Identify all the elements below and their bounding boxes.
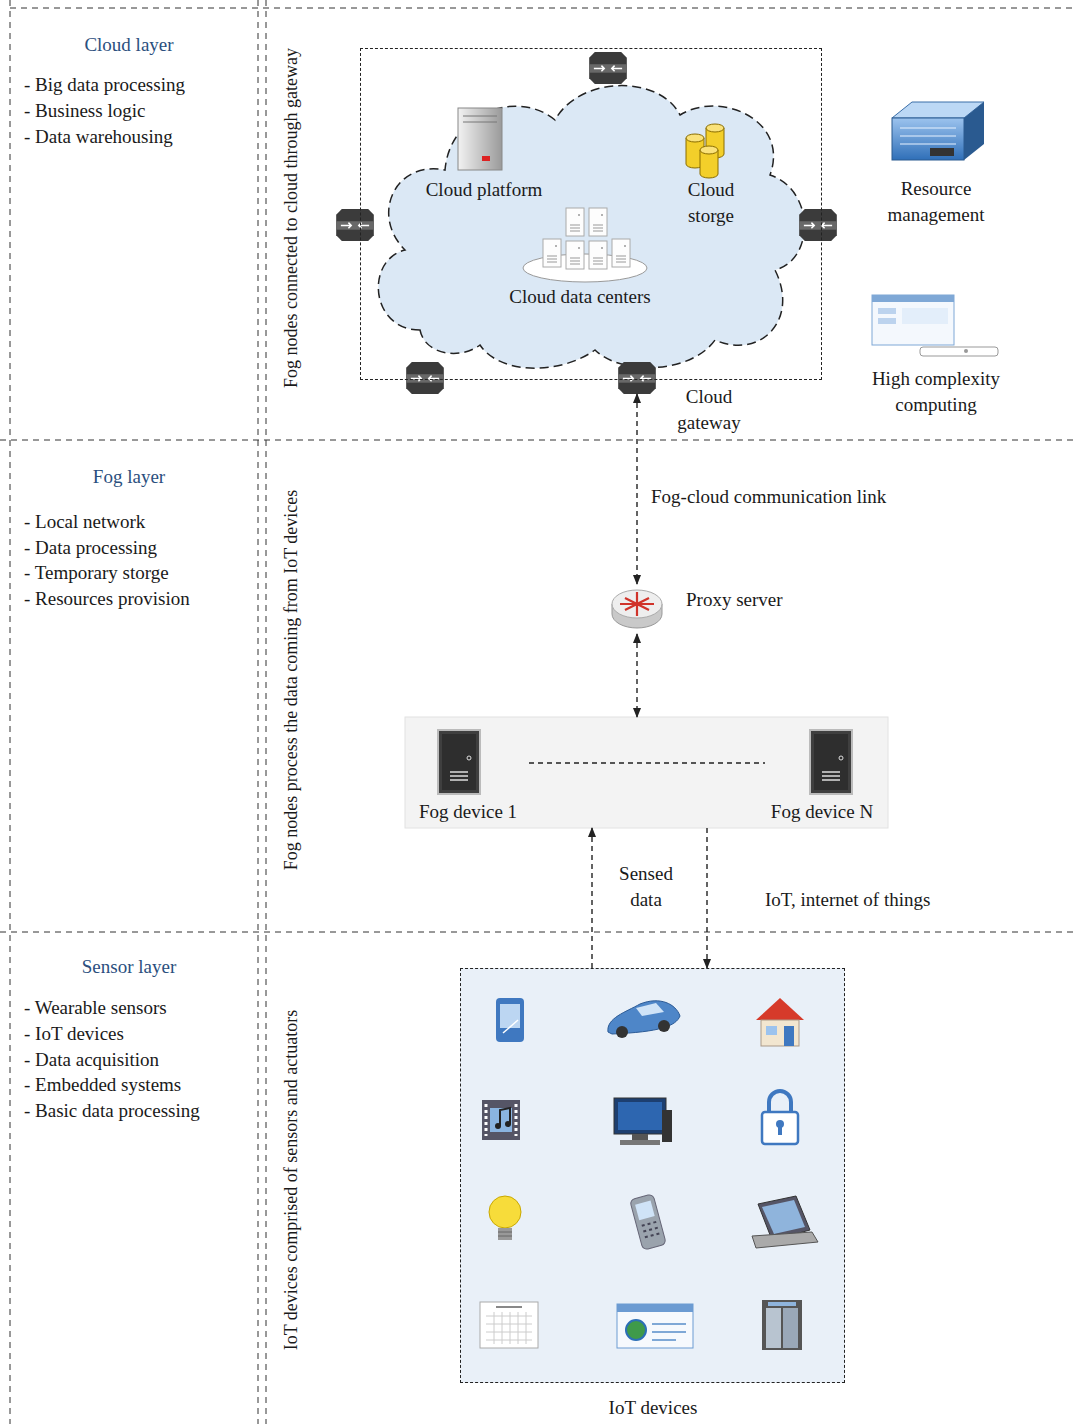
cloud-region: Cloud platform Cloud storgeCloud data cen…	[360, 48, 822, 380]
cloud-component-label: Cloud storge	[676, 177, 746, 229]
data-center-icon	[523, 208, 647, 282]
fog-device-label: Fog device 1	[419, 799, 517, 825]
iot-devices-panel	[460, 968, 845, 1383]
layer-feature: - Temporary storge	[24, 560, 169, 586]
dashed-connector	[591, 828, 592, 968]
fog-device-icon	[438, 730, 480, 794]
cloud-platform-icon	[458, 108, 502, 170]
layer-feature: - Data processing	[24, 535, 157, 561]
layer-band: Sensor layer - Wearable sensors- IoT devi…	[0, 932, 1076, 1424]
layer-feature: - Embedded systems	[24, 1072, 181, 1098]
fog-device: Fog device N	[765, 721, 880, 825]
fog-device-icon	[810, 730, 852, 794]
edge-label: Sensed data	[608, 861, 684, 913]
cloud-component-label: Cloud platform	[426, 177, 543, 203]
dashed-connector	[636, 634, 637, 717]
proxy-server: Proxy server	[610, 584, 664, 634]
high-complexity-icon	[872, 295, 998, 356]
side-caption: Fog nodes connected to cloud through gat…	[280, 48, 302, 388]
side-caption: IoT devices comprised of sensors and act…	[280, 1010, 302, 1351]
gateway-label: Cloud gateway	[672, 384, 746, 436]
dashed-connector	[529, 762, 765, 763]
layer-feature: - IoT devices	[24, 1021, 124, 1047]
icon-label: Resource management	[871, 176, 1001, 228]
proxy-server-icon	[612, 590, 662, 628]
proxy-label: Proxy server	[686, 587, 783, 613]
layer-feature: - Business logic	[24, 98, 145, 124]
layer-feature: - Resources provision	[24, 586, 190, 612]
layer-band: Fog layer - Local network- Data processin…	[0, 440, 1076, 932]
layer-feature: - Big data processing	[24, 72, 185, 98]
gateway-icons	[336, 52, 837, 394]
layer-feature: - Local network	[24, 509, 145, 535]
note-label: IoT, internet of things	[765, 887, 930, 913]
layer-title: Fog layer	[93, 464, 165, 490]
iot-box-label: IoT devices	[609, 1395, 698, 1421]
layer-title: Cloud layer	[84, 32, 173, 58]
fog-device-label: Fog device N	[771, 799, 873, 825]
side-caption: Fog nodes process the data coming from I…	[280, 490, 302, 871]
dashed-connector	[706, 828, 707, 968]
fog-devices-group: Fog device 1 Fog device N	[405, 717, 888, 828]
iot-device-icons	[480, 998, 818, 1350]
layer-title: Sensor layer	[82, 954, 176, 980]
fog-device: Fog device 1	[413, 721, 529, 825]
layer-feature: - Data acquisition	[24, 1047, 159, 1073]
iot-devices-box: IoT devices	[460, 968, 845, 1383]
fog-devices-panel	[405, 717, 888, 828]
cloud-shape	[378, 86, 804, 369]
cloud-gateway: Cloud gateway	[614, 362, 660, 394]
layer-feature: - Wearable sensors	[24, 995, 167, 1021]
cloud-component-label: Cloud data centers	[509, 284, 650, 310]
cloud-storage-icon	[686, 124, 724, 178]
dashed-connector	[636, 394, 637, 584]
icon-label: High complexity computing	[861, 366, 1011, 418]
layer-feature: - Data warehousing	[24, 124, 173, 150]
resource-management-icon	[892, 102, 984, 160]
layer-feature: - Basic data processing	[24, 1098, 200, 1124]
edge-label: Fog-cloud communication link	[648, 484, 889, 510]
